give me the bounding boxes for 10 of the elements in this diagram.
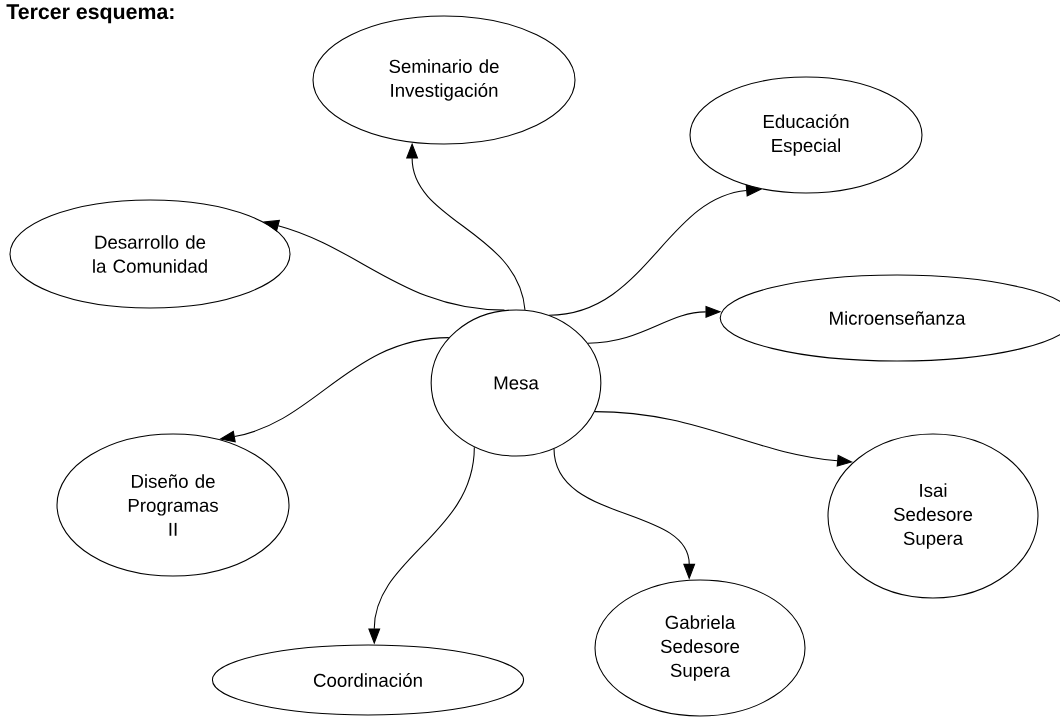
- ellipse-node: Educación Especial: [689, 76, 923, 194]
- ellipse-node: Seminario de Investigación: [312, 15, 576, 145]
- ellipse-node: Coordinación: [211, 644, 525, 716]
- ellipse-node: Desarrollo de la Comunidad: [9, 199, 291, 309]
- ellipse-node: Gabriela Sedesore Supera: [594, 579, 806, 717]
- arrow: [263, 219, 505, 311]
- title: Tercer esquema:: [6, 4, 174, 24]
- ellipse-node: Isai Sedesore Supera: [827, 433, 1039, 599]
- ellipse-node: Mesa: [430, 309, 602, 457]
- ellipse-node: Diseño de Programas II: [56, 433, 290, 577]
